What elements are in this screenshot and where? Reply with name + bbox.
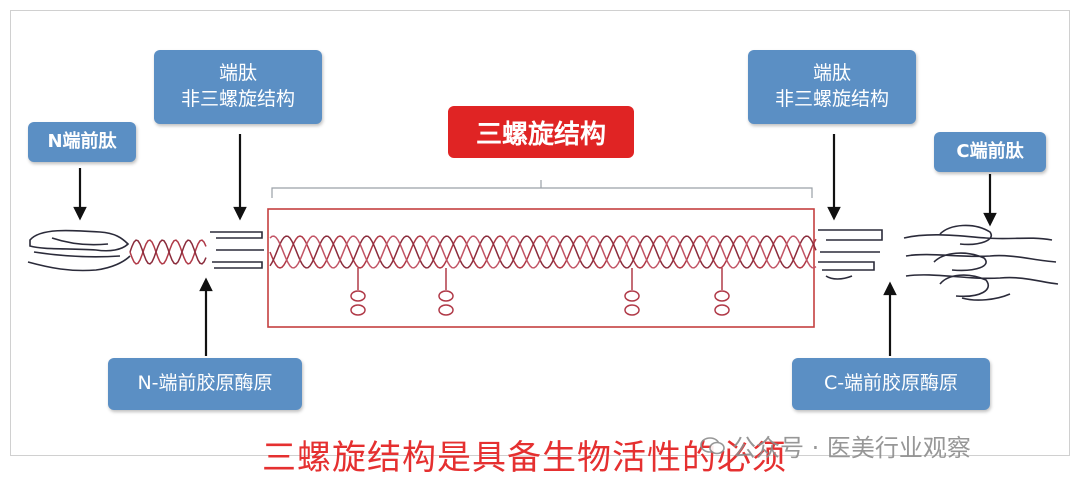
c-telopeptide-shape <box>818 229 883 280</box>
n-procollagen-label: N-端前胶原酶原 <box>108 358 302 410</box>
n-propeptide-label: N端前肽 <box>28 122 136 162</box>
glyco-sugar <box>624 290 640 302</box>
c-procollagen-label: C-端前胶原酶原 <box>792 358 990 410</box>
glyco-sugar <box>714 290 730 302</box>
c-propeptide-label: C端前肽 <box>934 132 1046 172</box>
helix-brace <box>271 180 813 198</box>
helix-strand <box>269 235 817 269</box>
helix-strand <box>129 239 207 265</box>
helix-strand <box>269 235 817 269</box>
glyco-sugar <box>350 304 366 316</box>
c-propeptide-text: C端前肽 <box>956 140 1024 162</box>
c-telopeptide-label: 端肽 非三螺旋结构 <box>748 50 916 124</box>
glyco-sugar <box>438 290 454 302</box>
glycosylation-groups <box>350 268 730 316</box>
telopeptide-right-line2: 非三螺旋结构 <box>774 88 889 110</box>
glyco-sugar <box>438 304 454 316</box>
wechat-icon <box>700 436 725 454</box>
c-procollagen-text: C-端前胶原酶原 <box>823 372 959 395</box>
telopeptide-left-line2: 非三螺旋结构 <box>180 88 295 110</box>
n-helix-segment <box>129 239 207 265</box>
triple-helix-text: 三螺旋结构 <box>475 119 606 150</box>
c-propeptide-shape <box>903 224 1059 301</box>
glyco-sugar <box>350 290 366 302</box>
triple-helix-strands <box>269 235 817 269</box>
diagram-frame <box>10 10 1070 456</box>
triple-helix-label: 三螺旋结构 <box>448 106 634 158</box>
n-propeptide-text: N端前肽 <box>47 130 117 152</box>
glyco-sugar <box>714 304 730 316</box>
n-telopeptide-label: 端肽 非三螺旋结构 <box>154 50 322 124</box>
n-propeptide-shape <box>27 229 131 272</box>
telopeptide-left-line1: 端肽 <box>218 62 257 85</box>
telopeptide-right-line1: 端肽 <box>812 62 851 85</box>
n-procollagen-text: N-端前胶原酶原 <box>137 372 273 395</box>
n-telopeptide-shape <box>210 231 264 269</box>
helix-strand <box>269 235 817 269</box>
glyco-sugar <box>624 304 640 316</box>
watermark-text: 公众号 · 医美行业观察 <box>732 434 971 462</box>
caption-text: 三螺旋结构是具备生物活性的必须 <box>262 438 787 478</box>
watermark: 公众号 · 医美行业观察 <box>700 428 971 463</box>
arrows <box>73 134 997 356</box>
